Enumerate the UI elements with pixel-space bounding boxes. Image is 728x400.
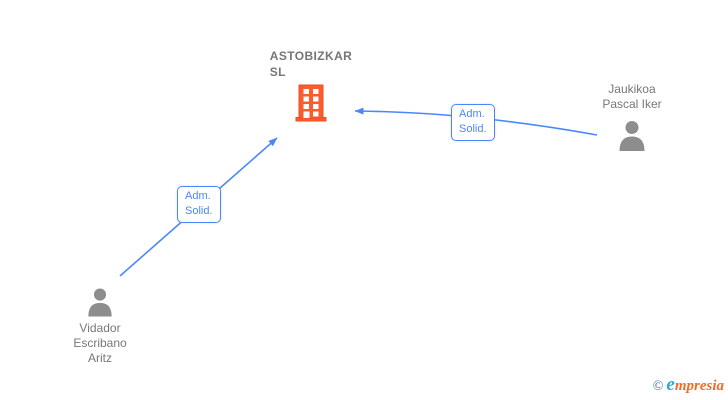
person-name: Jaukikoa Pascal Iker: [602, 82, 661, 112]
person-node-vidador[interactable]: Vidador Escribano Aritz: [25, 287, 175, 366]
brand-letter-e: e: [666, 374, 675, 395]
person-icon: [88, 288, 112, 317]
building-icon: [295, 84, 327, 122]
person-name-line1: Vidador: [79, 321, 121, 335]
company-name-line2: SL: [269, 65, 286, 79]
person-icon: [619, 121, 645, 151]
brand-text: mpresia: [674, 378, 724, 394]
edge-label-line2: Solid.: [459, 123, 487, 135]
company-name: ASTOBIZKAR SL: [270, 48, 352, 80]
person-name-line2: Escribano: [73, 336, 127, 350]
person-node-jaukikoa[interactable]: Jaukikoa Pascal Iker: [557, 82, 707, 151]
edge-label-line2: Solid.: [185, 205, 213, 217]
company-name-line1: ASTOBIZKAR: [269, 49, 353, 63]
person-name-line1: Jaukikoa: [608, 82, 656, 96]
person-name-line2: Pascal Iker: [602, 97, 662, 111]
empresia-logo[interactable]: ©empresia: [652, 374, 724, 396]
edge-label-adm-solid-left: Adm. Solid.: [177, 186, 221, 223]
company-node-astobizkar[interactable]: ASTOBIZKAR SL: [236, 48, 386, 122]
copyright-icon: ©: [652, 379, 664, 394]
edge-label-line1: Adm.: [185, 190, 211, 202]
person-name: Vidador Escribano Aritz: [73, 321, 126, 366]
edge-label-adm-solid-right: Adm. Solid.: [451, 104, 495, 141]
person-name-line3: Aritz: [88, 351, 112, 365]
edge-label-line1: Adm.: [459, 108, 485, 120]
